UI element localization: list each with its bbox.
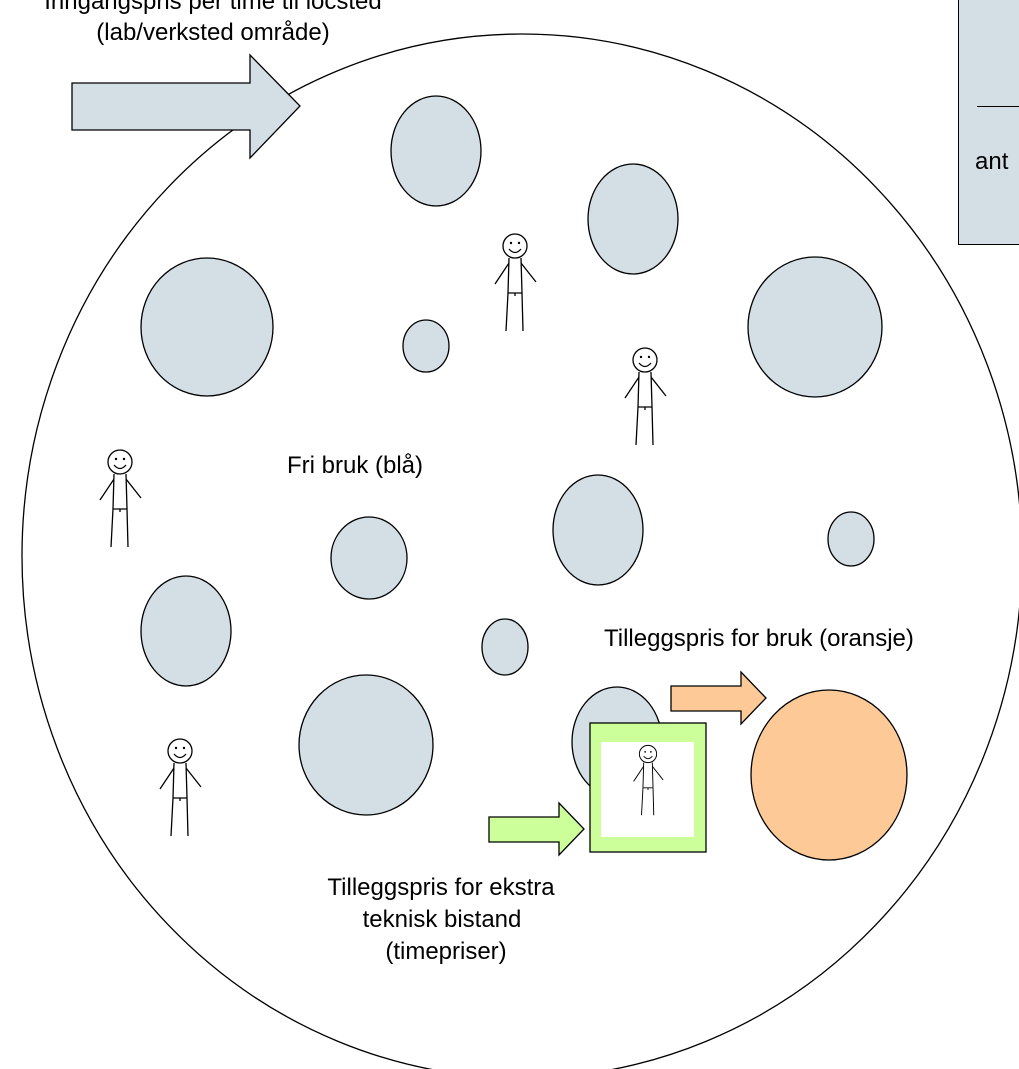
equipment-circle — [330, 516, 408, 600]
equipment-circle — [481, 618, 529, 676]
facility-circle — [21, 33, 1019, 1069]
equipment-circle — [140, 257, 274, 397]
tech-help-label-line3: (timepriser) — [385, 938, 507, 965]
stick-figure-icon — [494, 233, 537, 332]
equipment-circle — [827, 511, 875, 567]
equipment-circle — [298, 674, 434, 816]
stick-figure-icon — [99, 449, 142, 548]
equipment-circle — [390, 95, 482, 207]
stick-figure-icon — [159, 738, 202, 837]
equipment-circle — [587, 163, 679, 275]
arrow-right-icon — [670, 670, 767, 726]
equipment-circle — [552, 474, 644, 586]
free-use-label: Fri bruk (blå) — [287, 452, 424, 479]
formula-box: ant — [958, 0, 1019, 245]
arrow-right-icon — [488, 801, 585, 857]
arrow-right-icon — [71, 53, 301, 160]
stick-figure-icon — [624, 347, 667, 446]
tech-help-label-line2: teknisk bistand — [362, 906, 522, 933]
addon-use-label: Tilleggspris for bruk (oransje) — [604, 625, 914, 652]
equipment-circle — [402, 319, 450, 373]
formula-fragment: ant — [975, 148, 1009, 175]
equipment-circles — [140, 95, 883, 816]
equipment-circle — [140, 575, 232, 687]
addon-equipment-circle — [750, 689, 908, 861]
entry-price-label-line1: Inngangspris per time til locsted — [44, 0, 382, 15]
tech-help-label-line1: Tilleggspris for ekstra — [327, 874, 555, 901]
entry-price-label-line2: (lab/verksted område) — [96, 19, 330, 46]
tech-assistance-inner — [601, 742, 694, 837]
equipment-circle — [747, 256, 883, 398]
fraction-line — [977, 106, 1019, 107]
